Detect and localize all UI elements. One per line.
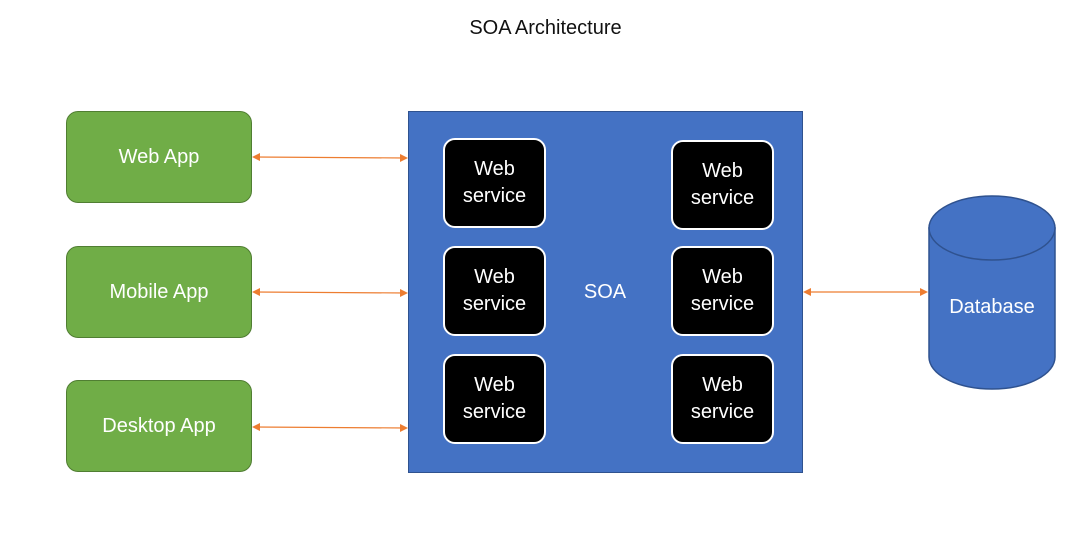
mobile-app-connector <box>252 288 408 297</box>
soa-label: SOA <box>583 281 627 303</box>
web-service-box[interactable]: Web service <box>671 354 774 444</box>
database-label: Database <box>949 296 1035 318</box>
diagram-title: SOA Architecture <box>469 17 622 39</box>
desktop-app-node[interactable]: Desktop App <box>66 380 252 472</box>
web-service-box[interactable]: Web service <box>671 140 774 230</box>
web-service-box[interactable]: Web service <box>443 354 546 444</box>
web-service-box[interactable]: Web service <box>443 246 546 336</box>
desktop-app-connector <box>252 423 408 432</box>
database-cylinder-icon[interactable] <box>928 195 1056 390</box>
web-service-box[interactable]: Web service <box>443 138 546 228</box>
web-app-connector <box>252 153 408 162</box>
web-app-node[interactable]: Web App <box>66 111 252 203</box>
web-service-box[interactable]: Web service <box>671 246 774 336</box>
mobile-app-node[interactable]: Mobile App <box>66 246 252 338</box>
